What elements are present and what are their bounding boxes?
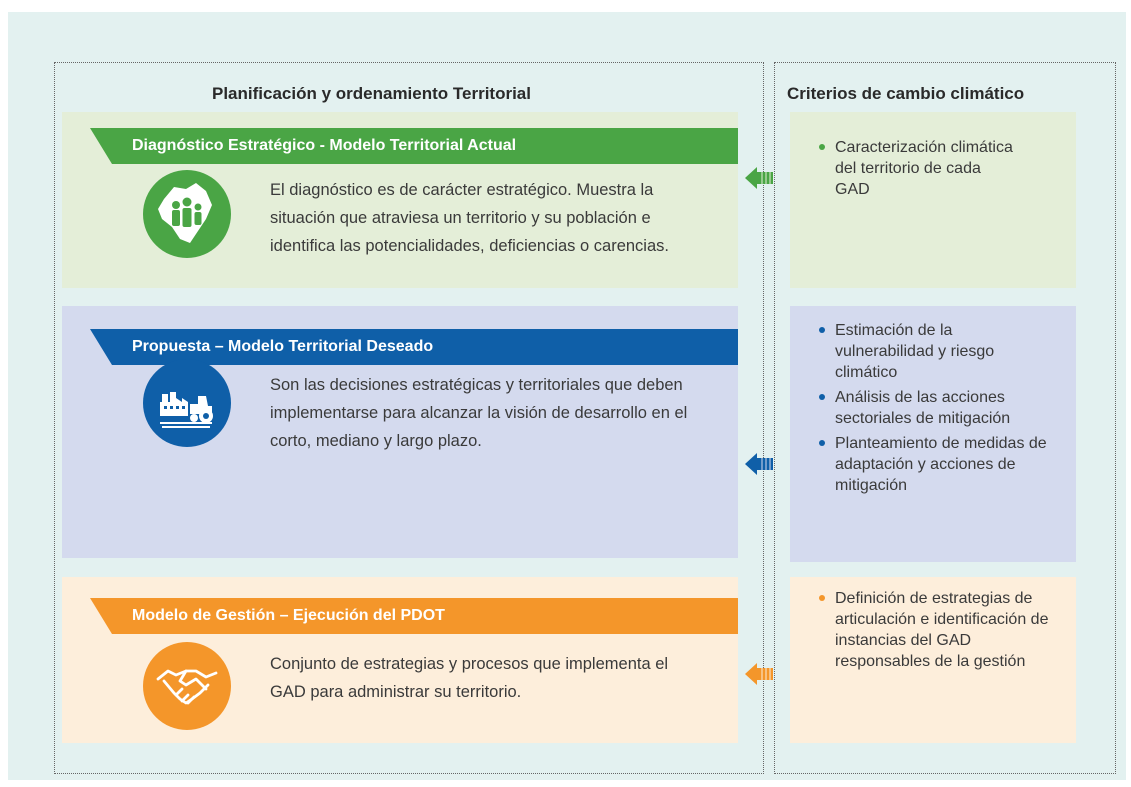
- stage-gestion-description: Conjunto de estrategias y procesos que i…: [270, 655, 669, 701]
- bullet-dot: [819, 327, 825, 333]
- stage-propuesta-title: Propuesta – Modelo Territorial Deseado: [90, 329, 738, 365]
- criteria-diagnostico-panel: [790, 112, 1076, 288]
- criteria-item: Planteamiento de medidas de adaptación y…: [815, 433, 1050, 496]
- criteria-item: Definición de estrategias de articulació…: [815, 588, 1065, 672]
- bullet-dot: [819, 394, 825, 400]
- bullet-dot: [819, 595, 825, 601]
- criteria-item: Caracterización climática del territorio…: [815, 137, 1015, 200]
- left-column-title: Planificación y ordenamiento Territorial: [212, 84, 531, 103]
- stage-diagnostico-title: Diagnóstico Estratégico - Modelo Territo…: [90, 128, 738, 164]
- stage-propuesta-description: Son las decisiones estratégicas y territ…: [270, 376, 688, 450]
- handshake-icon: [143, 642, 231, 730]
- people-map-icon: [143, 170, 231, 258]
- criteria-propuesta-list: Estimación de la vulnerabilidad y riesgo…: [815, 320, 1050, 500]
- factory-tractor-icon: [143, 359, 231, 447]
- stage-diagnostico-description: El diagnóstico es de carácter estratégic…: [270, 181, 669, 255]
- criteria-diagnostico-list: Caracterización climática del territorio…: [815, 137, 1015, 204]
- bullet-dot: [819, 144, 825, 150]
- bullet-dot: [819, 440, 825, 446]
- left-arrow-icon: [745, 453, 773, 475]
- criteria-gestion-panel: [790, 577, 1076, 743]
- left-arrow-icon: [745, 663, 773, 685]
- criteria-gestion-list: Definición de estrategias de articulació…: [815, 588, 1065, 676]
- left-arrow-icon: [745, 167, 773, 189]
- stage-gestion-title: Modelo de Gestión – Ejecución del PDOT: [90, 598, 738, 634]
- criteria-item: Análisis de las acciones sectoriales de …: [815, 387, 1050, 429]
- criteria-item: Estimación de la vulnerabilidad y riesgo…: [815, 320, 1050, 383]
- criteria-propuesta-panel: [790, 306, 1076, 562]
- right-column-title: Criterios de cambio climático: [787, 84, 1025, 103]
- right-column-frame: [774, 62, 1116, 774]
- left-column-frame: [54, 62, 764, 774]
